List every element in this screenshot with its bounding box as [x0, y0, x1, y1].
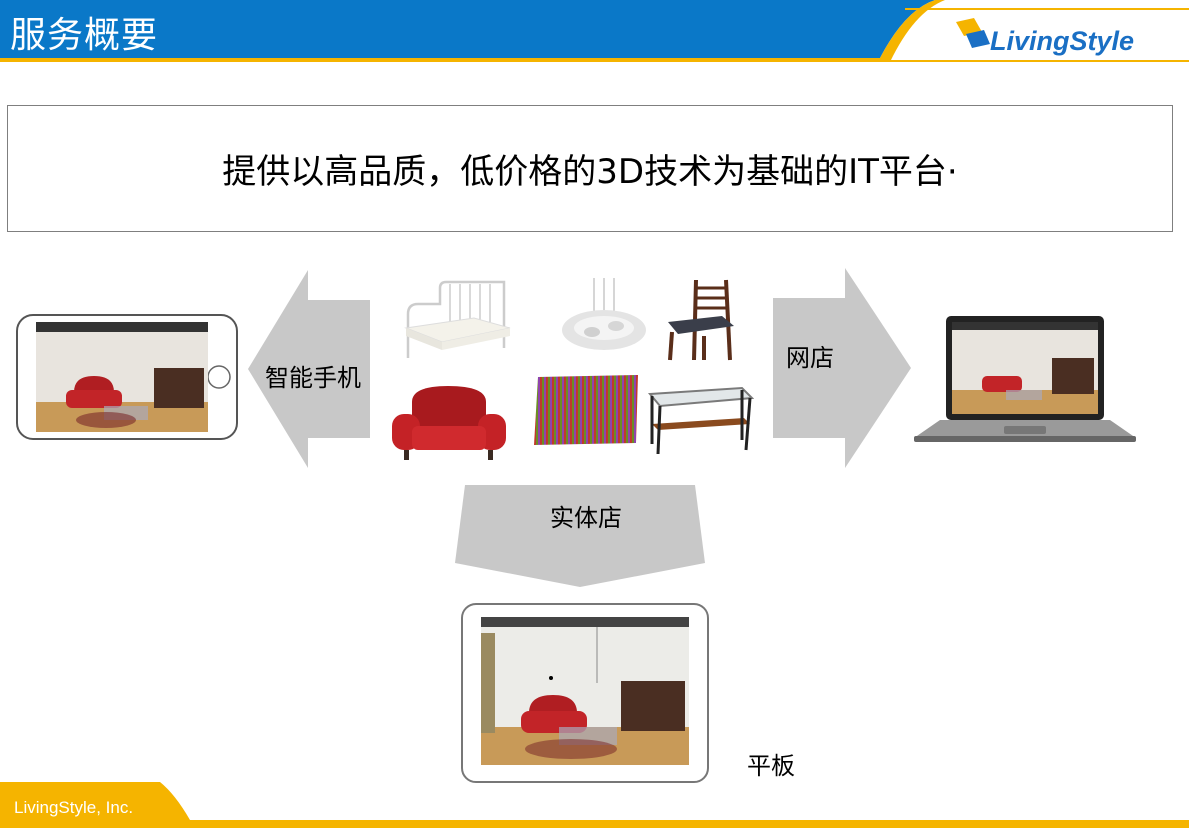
physical-store-label: 实体店 — [550, 498, 622, 533]
headline-text: 提供以高品质，低价格的3D技术为基础的IT平台· — [8, 144, 1172, 193]
online-store-label: 网店 — [786, 338, 834, 373]
logo-text: LivingStyle — [990, 26, 1134, 57]
footer-bar — [0, 782, 1189, 828]
headline-box: 提供以高品质，低价格的3D技术为基础的IT平台· — [7, 105, 1173, 232]
tablet-label: 平板 — [747, 746, 795, 781]
smartphone-device — [16, 314, 238, 440]
striped-rug-icon — [534, 375, 640, 445]
tablet-device — [461, 603, 709, 783]
laptop-device — [912, 314, 1138, 444]
footer-company: LivingStyle, Inc. — [14, 798, 133, 818]
chair-icon — [664, 278, 736, 362]
coffee-table-icon — [646, 384, 754, 456]
page-title: 服务概要 — [10, 6, 158, 58]
pendant-lamp-icon — [560, 278, 648, 354]
smartphone-label: 智能手机 — [265, 358, 361, 393]
bed-icon — [400, 278, 512, 360]
sofa-icon — [390, 382, 508, 462]
